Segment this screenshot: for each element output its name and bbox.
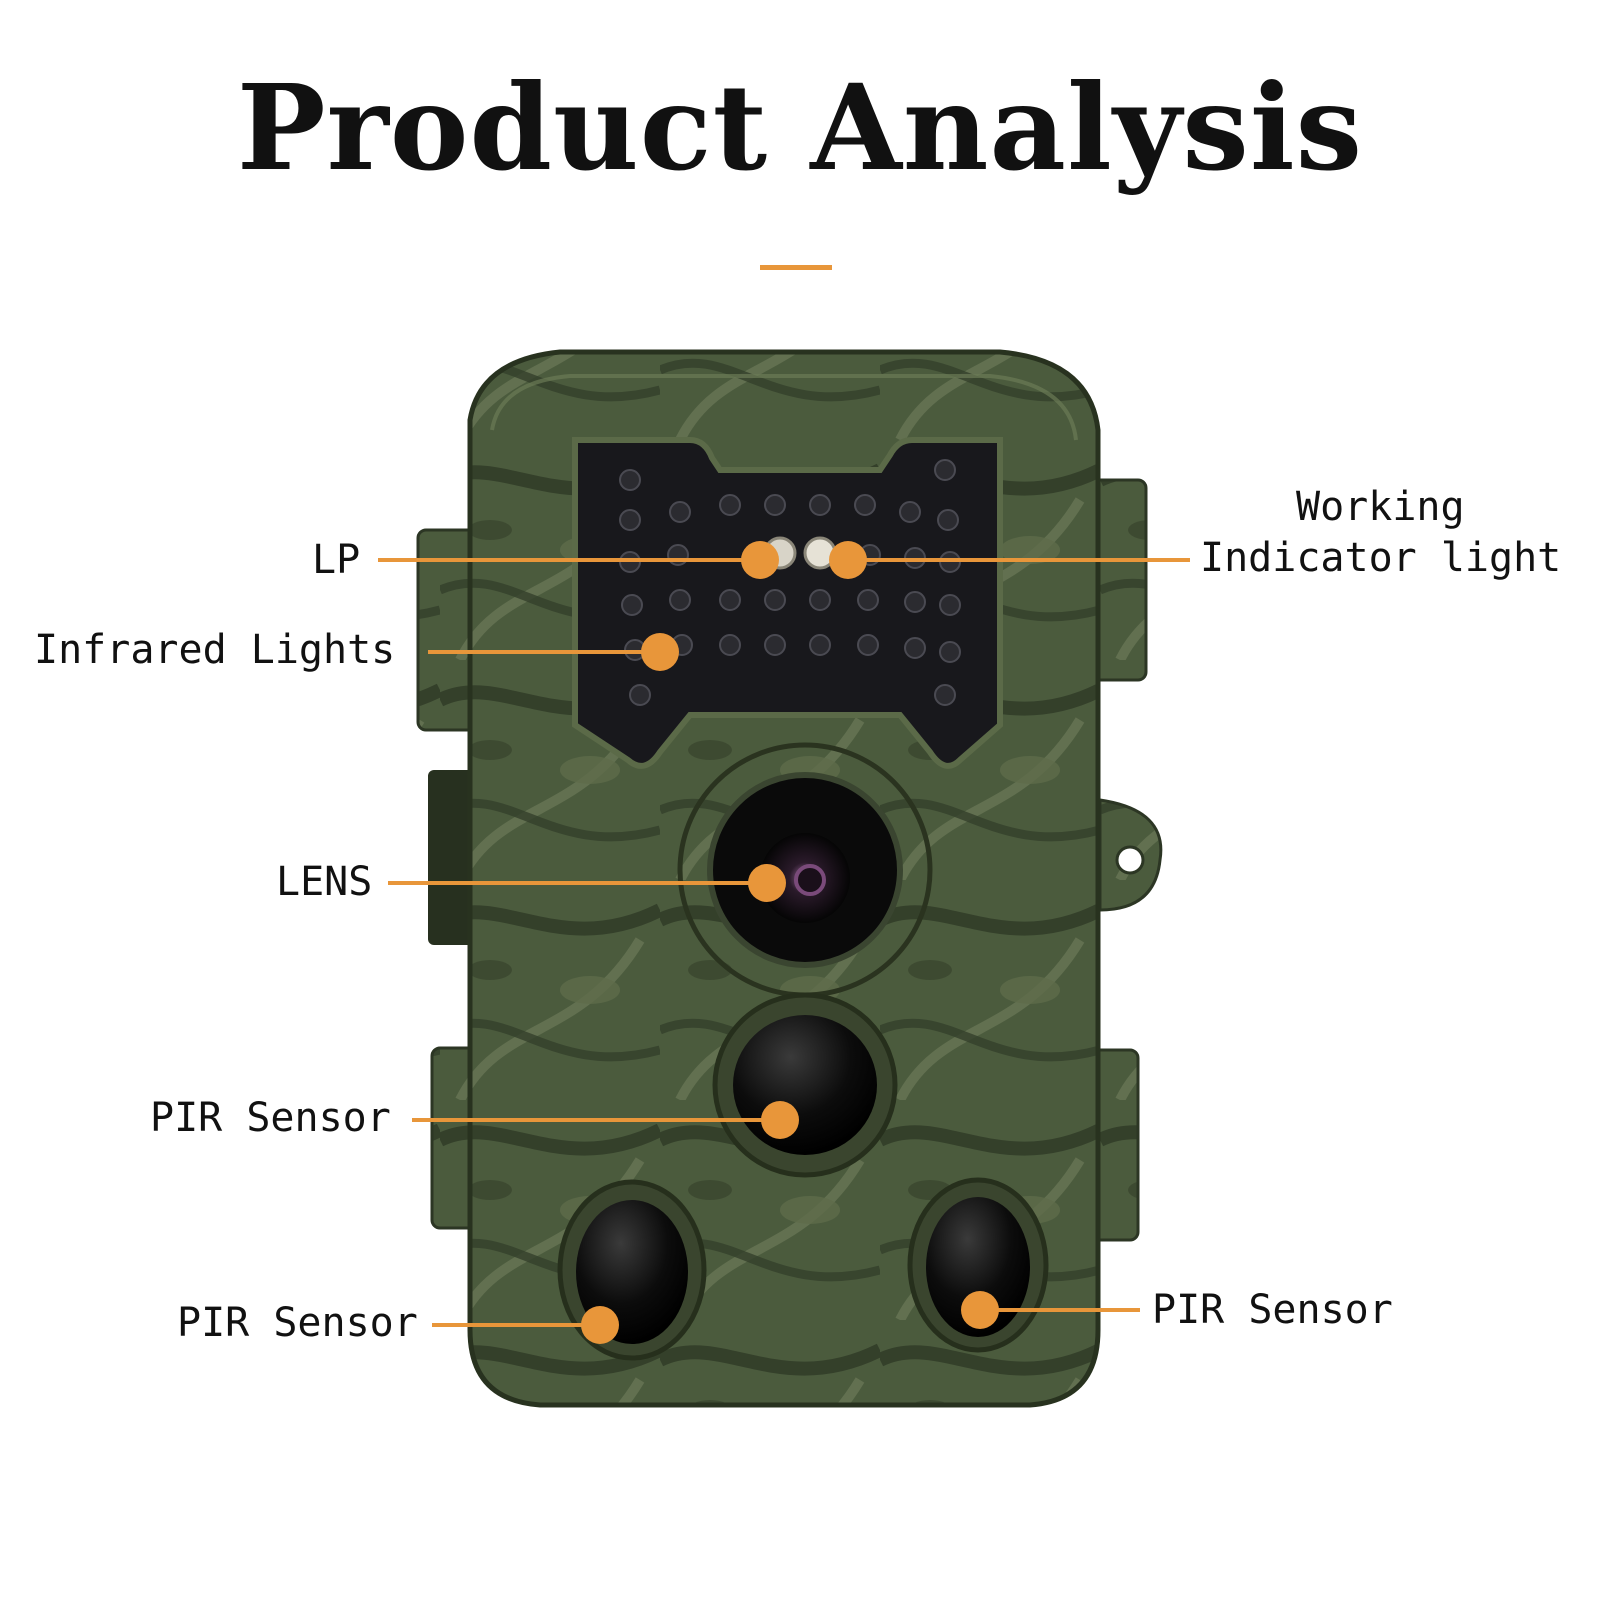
label-pir-right: PIR Sensor [1152,1287,1393,1333]
callout-dot-pir-left [581,1306,619,1344]
label-pir-left: PIR Sensor [177,1300,418,1346]
callout-dot-lp [741,541,779,579]
callout-lines [378,558,1190,1327]
lens-housing [677,742,933,998]
callout-dot-pir-center [761,1101,799,1139]
right-pir-window [907,1177,1049,1353]
label-lens: LENS [276,859,373,905]
callout-dot-lens [748,864,786,902]
title-underline [760,265,832,270]
callout-dot-infrared [641,633,679,671]
left-pir-window [557,1179,707,1361]
label-indicator-light: Indicator light [1200,535,1562,581]
label-working: Working [1296,484,1465,530]
label-pir-center: PIR Sensor [150,1095,391,1141]
center-pir-window [712,992,898,1178]
page-title: Product Analysis [236,58,1364,197]
callout-dot-indicator [829,541,867,579]
label-infrared-lights: Infrared Lights [34,627,396,673]
label-lp: LP [312,537,361,583]
callout-dot-pir-right [961,1291,999,1329]
infrared-led-grid [619,459,961,706]
right-strap-brackets [1078,478,1163,1242]
callout-dots [581,541,999,1344]
